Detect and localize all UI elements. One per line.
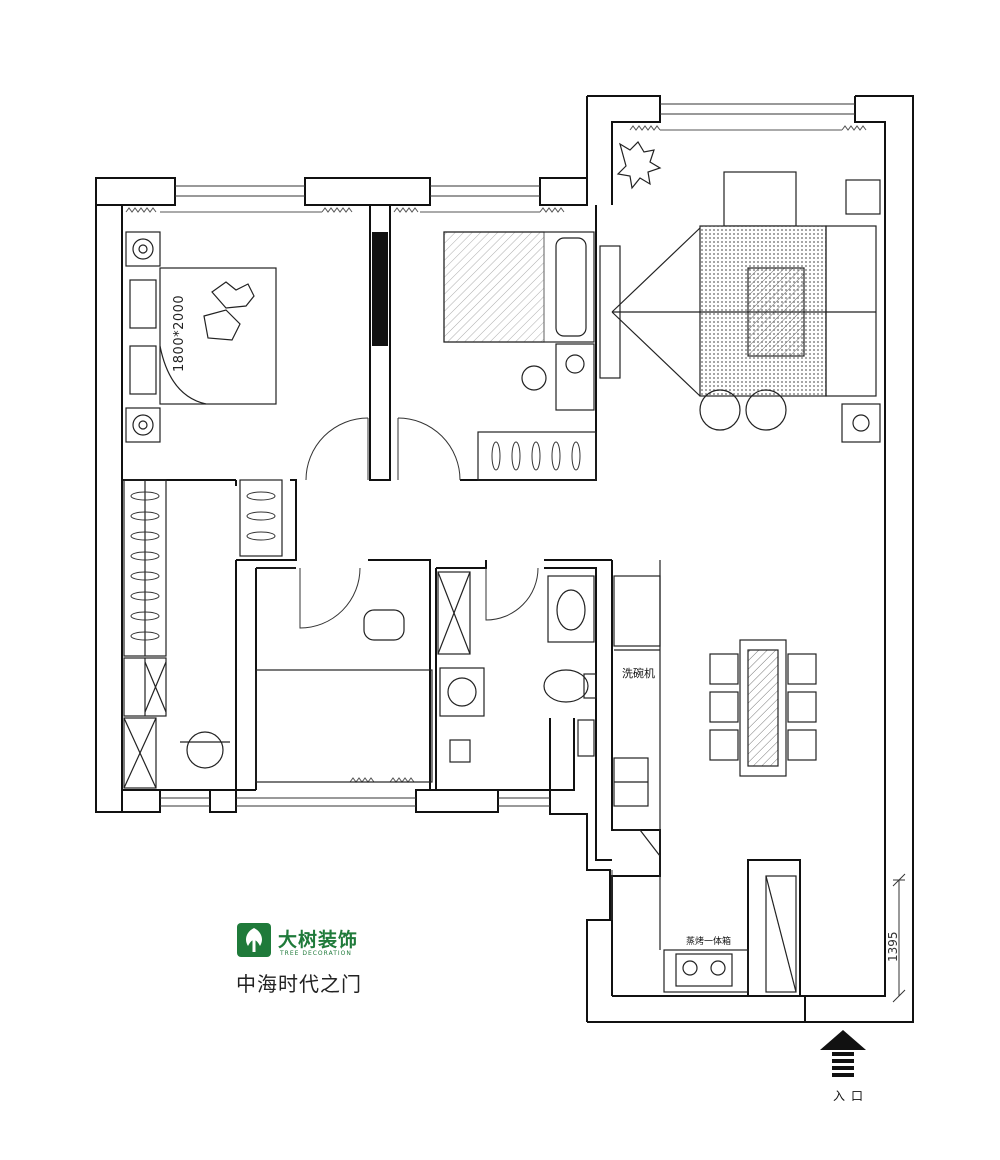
dishwasher-label: 洗碗机 (622, 667, 655, 680)
structural-column (372, 232, 388, 346)
brand-logo: 大树装饰 TREE DECORATION (236, 920, 396, 960)
oven-label: 蒸烤一体箱 (686, 937, 732, 947)
kitchen (613, 560, 797, 993)
project-name: 中海时代之门 (236, 972, 362, 996)
living-room (599, 141, 881, 443)
dining (709, 639, 817, 777)
brand-subtitle: TREE DECORATION (280, 950, 352, 957)
master-bed (125, 231, 277, 443)
doors (299, 417, 539, 629)
dimension-label: 1395 (886, 931, 900, 962)
second-bed (443, 231, 595, 411)
entrance-label: 入口 (833, 1089, 870, 1103)
windows (160, 103, 905, 920)
dimension-line (892, 873, 906, 1003)
bathroom (439, 575, 597, 763)
wardrobes (123, 431, 597, 789)
up-arrow-icon (820, 1030, 866, 1077)
study (180, 567, 433, 783)
tree-logo-icon (237, 923, 271, 957)
hangers (130, 441, 581, 641)
bed-size-label: 1800*2000 (172, 294, 187, 372)
brand-name: 大树装饰 (278, 929, 359, 951)
